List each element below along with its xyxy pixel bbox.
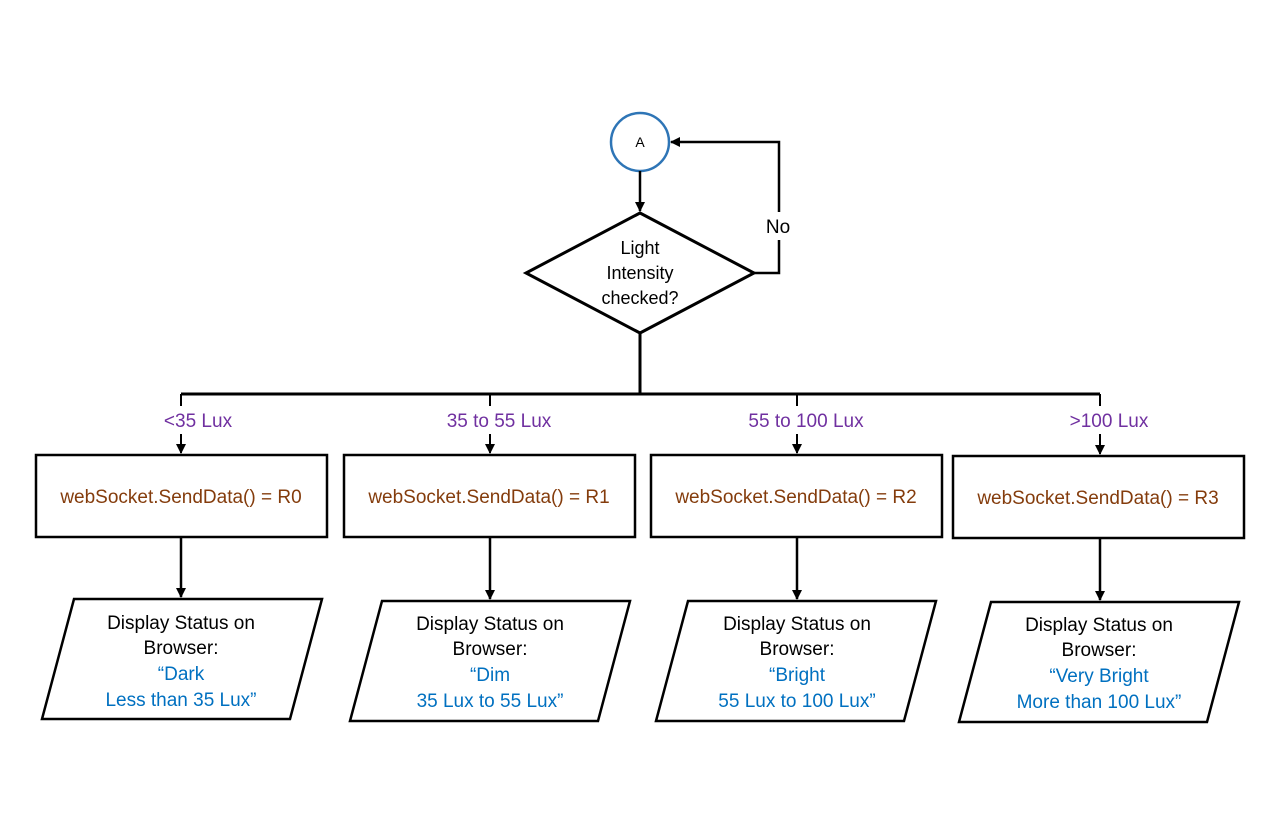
branch-label-3: 55 to 100 Lux bbox=[748, 411, 864, 432]
output-2-line-1: Display Status on bbox=[416, 614, 564, 635]
decision-line-1: Light bbox=[620, 238, 659, 258]
no-label: No bbox=[766, 217, 790, 238]
output-1-line-4: Less than 35 Lux” bbox=[105, 690, 256, 711]
output-3-line-4: 55 Lux to 100 Lux” bbox=[718, 691, 875, 712]
process-box-3 bbox=[649, 453, 944, 539]
output-3-line-2: Browser: bbox=[760, 639, 835, 660]
no-label-bg bbox=[762, 212, 796, 240]
process-box-2 bbox=[342, 453, 637, 539]
process-text-1: webSocket.SendData() = R0 bbox=[59, 487, 301, 508]
process-text-4: webSocket.SendData() = R3 bbox=[976, 488, 1218, 509]
output-1-line-2: Browser: bbox=[144, 638, 219, 659]
output-parallelogram-1 bbox=[40, 597, 324, 721]
output-2-line-4: 35 Lux to 55 Lux” bbox=[417, 691, 564, 712]
output-4-line-3: “Very Bright bbox=[1049, 666, 1149, 687]
decision-line-3: checked? bbox=[601, 288, 678, 308]
branch-label-4: >100 Lux bbox=[1070, 411, 1149, 432]
output-parallelogram-3 bbox=[654, 599, 938, 723]
output-3-line-1: Display Status on bbox=[723, 614, 871, 635]
no-loop-line bbox=[670, 137, 781, 275]
output-4-line-2: Browser: bbox=[1062, 640, 1137, 661]
decision-line-2: Intensity bbox=[606, 263, 673, 283]
process-box-1 bbox=[34, 453, 329, 539]
branch-label-bg-1 bbox=[150, 406, 242, 434]
connector-a-label: A bbox=[635, 134, 645, 150]
branch-label-2: 35 to 55 Lux bbox=[447, 411, 552, 432]
process-text-2: webSocket.SendData() = R1 bbox=[367, 487, 609, 508]
output-4-line-4: More than 100 Lux” bbox=[1017, 692, 1182, 713]
output-parallelogram-4 bbox=[957, 600, 1241, 724]
output-1-line-3: “Dark bbox=[158, 664, 205, 685]
output-3-line-3: “Bright bbox=[769, 665, 826, 686]
output-1-line-1: Display Status on bbox=[107, 613, 255, 634]
branch-label-bg-2 bbox=[432, 406, 566, 434]
process-text-3: webSocket.SendData() = R2 bbox=[674, 487, 916, 508]
branch-label-1: <35 Lux bbox=[164, 411, 233, 432]
output-2-line-3: “Dim bbox=[470, 665, 510, 686]
process-box-4 bbox=[951, 454, 1246, 540]
branch-label-bg-4 bbox=[1056, 406, 1162, 434]
branch-label-bg-3 bbox=[733, 406, 879, 434]
output-2-line-2: Browser: bbox=[453, 639, 528, 660]
output-parallelogram-2 bbox=[348, 599, 632, 723]
output-4-line-1: Display Status on bbox=[1025, 615, 1173, 636]
